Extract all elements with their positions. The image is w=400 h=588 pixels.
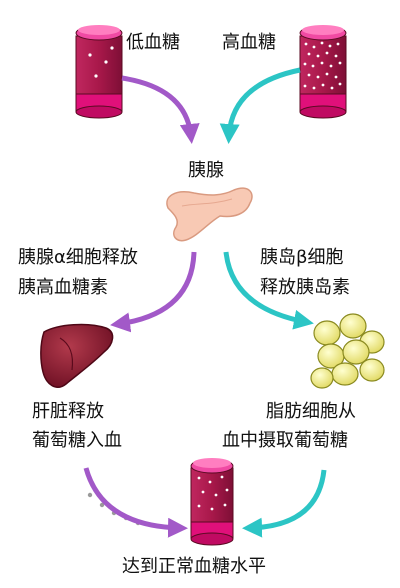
low-blood-sugar-vessel	[75, 25, 123, 119]
high-blood-sugar-vessel	[299, 25, 347, 119]
pancreas-label: 胰腺	[188, 160, 224, 181]
normal-blood-sugar-label: 达到正常血糖水平	[122, 556, 266, 577]
alpha-cells-label-line1: 胰腺α细胞释放	[18, 247, 138, 268]
normal-blood-sugar-vessel	[190, 458, 234, 546]
fat-cells-label-line1: 脂肪细胞从	[266, 401, 356, 422]
liver-organ	[40, 323, 114, 388]
fat-cells	[310, 313, 385, 389]
liver-label-line1: 肝脏释放	[32, 401, 104, 422]
fat-cells-label-line2: 血中摄取葡萄糖	[222, 430, 348, 451]
alpha-cells-label-line2: 胰高血糖素	[18, 277, 108, 298]
fat-to-normal-arrow	[242, 469, 327, 538]
high-to-pancreas-arrow	[219, 67, 301, 144]
low-to-pancreas-arrow	[121, 75, 200, 144]
pancreas-to-liver-arrow	[110, 251, 197, 333]
liver-label-line2: 葡萄糖入血	[32, 430, 122, 451]
beta-cells-label-line2: 释放胰岛素	[260, 277, 350, 298]
low-blood-sugar-label: 低血糖	[126, 32, 180, 53]
pancreas-organ	[166, 187, 253, 242]
pancreas-to-fat-arrow	[223, 251, 314, 330]
beta-cells-label-line1: 胰岛β细胞	[260, 247, 344, 268]
high-blood-sugar-label: 高血糖	[222, 32, 276, 53]
liver-to-normal-arrow	[83, 467, 188, 538]
pancreas-texture	[181, 198, 233, 207]
